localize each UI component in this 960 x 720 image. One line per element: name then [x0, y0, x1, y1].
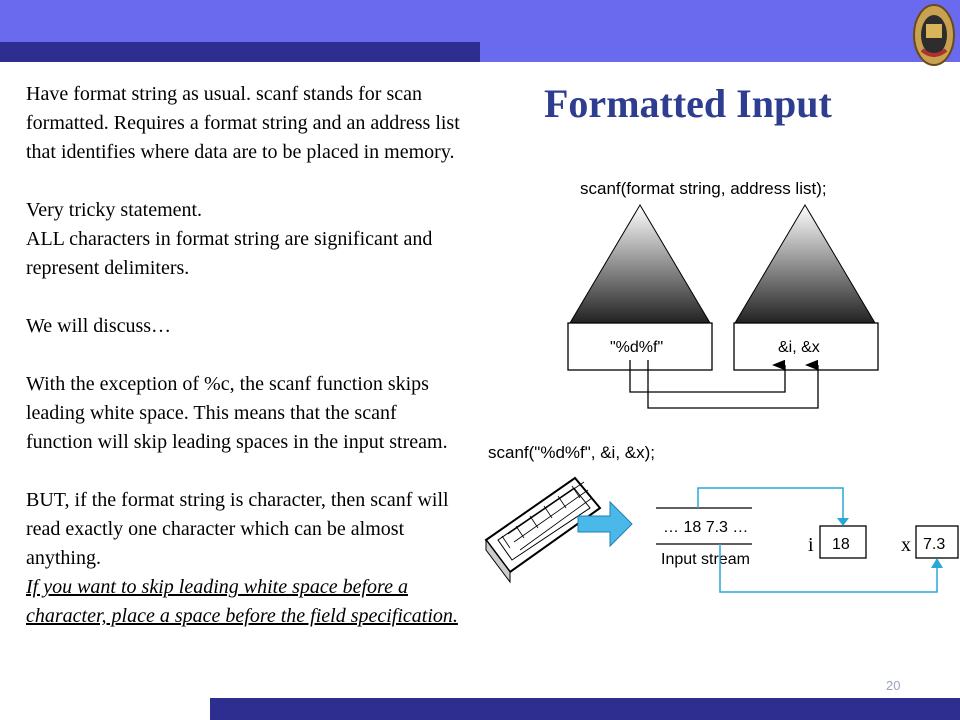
paragraph-skip-tip: If you want to skip leading white space …	[26, 576, 458, 627]
paragraph-character: BUT, if the format string is character, …	[26, 489, 449, 569]
paragraph-scanf-intro: Have format string as usual. scanf stand…	[26, 83, 460, 163]
var-i-label: i	[808, 534, 814, 556]
stream-text: … 18 7.3 …	[663, 519, 748, 536]
format-string-box	[567, 322, 713, 371]
bottom-accent-bar	[210, 698, 960, 720]
blue-connector-to-x	[719, 544, 938, 593]
left-triangle	[569, 204, 711, 324]
address-list-text: &i, &x	[778, 339, 820, 356]
blue-arrowhead-i	[837, 518, 849, 526]
blue-connector-to-i	[697, 487, 844, 520]
paragraph-tricky: Very tricky statement.	[26, 199, 203, 221]
bottom-diagram-header: scanf("%d%f", &i, &x);	[488, 443, 655, 462]
var-x-label: x	[901, 534, 911, 556]
paragraph-whitespace: With the exception of %c, the scanf func…	[26, 373, 448, 453]
var-x-value: 7.3	[923, 536, 945, 553]
keyboard-icon	[484, 476, 602, 584]
connector-f-to-x	[647, 359, 819, 409]
slide-title: Formatted Input	[544, 81, 832, 126]
blue-arrowhead-x	[931, 558, 943, 568]
format-string-text: "%d%f"	[610, 339, 663, 356]
paragraph-discuss: We will discuss…	[26, 315, 172, 337]
var-i-box	[819, 525, 867, 559]
scanf-diagram: scanf(format string, address list); "%d%…	[484, 179, 959, 593]
input-arrow-icon	[577, 500, 633, 548]
body-text: Have format string as usual. scanf stand…	[26, 80, 462, 631]
connector-d-to-i	[629, 359, 786, 393]
page-number: 20	[886, 678, 901, 693]
paragraph-delimiters: ALL characters in format string are sign…	[26, 228, 433, 279]
top-diagram-header: scanf(format string, address list);	[580, 179, 827, 198]
top-accent-bar	[0, 42, 480, 62]
right-triangle	[734, 204, 876, 324]
university-crest-icon	[913, 4, 955, 66]
stream-label: Input stream	[661, 551, 750, 568]
var-i-value: 18	[832, 536, 850, 553]
